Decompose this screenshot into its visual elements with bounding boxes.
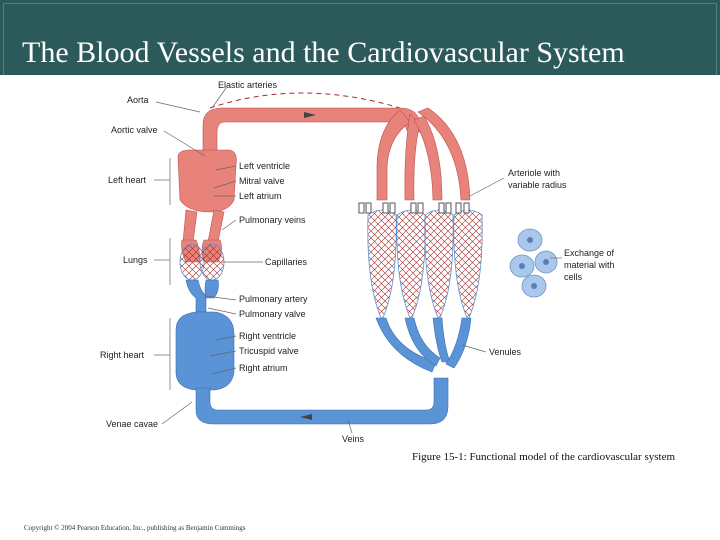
label-exchange-line3: cells: [564, 272, 583, 282]
label-venae-cavae: Venae cavae: [106, 419, 158, 429]
title-bar: [0, 0, 720, 75]
label-arteriole-line1: Arteriole with: [508, 168, 560, 178]
diagram-labels: Elastic arteries Aorta Aortic valve Left…: [100, 80, 615, 444]
flow-arrows: [300, 112, 316, 420]
elastic-arteries-arc: [209, 92, 401, 109]
leader-lines: [154, 87, 562, 434]
pulmonary-veins-right: [207, 209, 225, 243]
pulmonary-veins-left: [182, 209, 198, 243]
label-arteriole-line2: variable radius: [508, 180, 567, 190]
artery-branch-3: [413, 115, 443, 201]
artery-branch-1: [376, 109, 411, 201]
label-pulmonary-valve: Pulmonary valve: [239, 309, 306, 319]
label-lungs: Lungs: [123, 255, 148, 265]
label-elastic-arteries: Elastic arteries: [218, 80, 278, 90]
label-exchange-line2: material with: [564, 260, 615, 270]
label-right-heart: Right heart: [100, 350, 145, 360]
venous-system: [175, 279, 472, 425]
vena-cava-tube: [195, 377, 449, 425]
label-aorta: Aorta: [127, 95, 149, 105]
label-mitral-valve: Mitral valve: [239, 176, 285, 186]
label-left-heart: Left heart: [108, 175, 147, 185]
venule-4: [445, 317, 472, 369]
label-pulmonary-artery: Pulmonary artery: [239, 294, 308, 304]
artery-branch-2: [404, 113, 421, 201]
label-right-ventricle: Right ventricle: [239, 331, 296, 341]
venule-1: [375, 317, 437, 373]
artery-branch-4: [417, 107, 471, 201]
label-pulmonary-veins: Pulmonary veins: [239, 215, 306, 225]
label-capillaries: Capillaries: [265, 257, 308, 267]
venule-2: [404, 317, 441, 367]
title-bar-border: [3, 3, 717, 75]
label-aortic-valve: Aortic valve: [111, 125, 158, 135]
slide-title: The Blood Vessels and the Cardiovascular…: [22, 36, 625, 69]
label-venules: Venules: [489, 347, 522, 357]
label-exchange-line1: Exchange of: [564, 248, 615, 258]
copyright-notice: Copyright © 2004 Pearson Education, Inc.…: [24, 524, 246, 532]
pulmonary-artery-right: [204, 279, 219, 299]
arterioles: [358, 202, 470, 214]
left-heart: [177, 149, 237, 213]
pulmonary-artery-left: [185, 279, 207, 313]
label-right-atrium: Right atrium: [239, 363, 288, 373]
label-left-atrium: Left atrium: [239, 191, 282, 201]
right-heart: [175, 311, 235, 391]
label-left-ventricle: Left ventricle: [239, 161, 290, 171]
label-veins: Veins: [342, 434, 365, 444]
systemic-capillaries: [367, 209, 483, 321]
cell-nuclei: [519, 237, 549, 289]
label-tricuspid-valve: Tricuspid valve: [239, 346, 299, 356]
figure-caption: Figure 15-1: Functional model of the car…: [412, 451, 676, 463]
